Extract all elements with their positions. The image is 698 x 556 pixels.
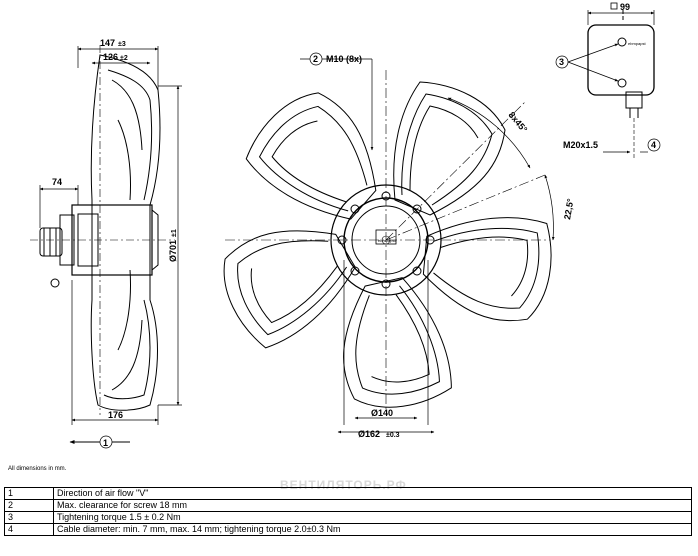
front-badge-text: ebmpapst <box>378 238 396 243</box>
side-view <box>30 45 175 415</box>
legend-row: 2 Max. clearance for screw 18 mm <box>4 499 692 512</box>
side-blade-outline <box>90 54 161 411</box>
side-view-dimensions <box>39 46 182 449</box>
technical-drawing: 147 ±3 126 ±2 74 Ø701 ±1 176 1 <box>30 2 661 449</box>
dim-126-tol: ±2 <box>120 55 128 62</box>
m20-label: M20x1.5 <box>563 140 598 150</box>
fan-blade <box>411 198 574 346</box>
angle-8x45: 8x45° <box>506 110 529 135</box>
dim-176: 176 <box>108 410 123 420</box>
dim-99: 99 <box>620 2 630 12</box>
legend-text: Cable diameter: min. 7 mm, max. 14 mm; t… <box>53 523 692 536</box>
legend-row: 1 Direction of air flow "V" <box>4 487 692 500</box>
cable-gland <box>625 91 643 109</box>
side-blade-inner <box>103 69 153 400</box>
dim-701: Ø701 <box>168 240 178 262</box>
legend-text: Tightening torque 1.5 ± 0.2 Nm <box>53 511 692 524</box>
terminal-box-body <box>587 24 655 96</box>
legend-row: 4 Cable diameter: min. 7 mm, max. 14 mm;… <box>4 523 692 536</box>
legend-text: Direction of air flow "V" <box>53 487 692 500</box>
legend-num: 3 <box>4 511 54 524</box>
terminal-box <box>587 10 655 158</box>
legend-num: 4 <box>4 523 54 536</box>
legend-num: 2 <box>4 499 54 512</box>
front-view <box>196 70 574 439</box>
legend-table: 1 Direction of air flow "V" 2 Max. clear… <box>4 487 692 536</box>
dim-162-tol: ±0.3 <box>386 432 400 439</box>
footnote: All dimensions in mm. <box>8 466 67 472</box>
callout-2: 2 <box>313 54 318 64</box>
dim-162: Ø162 <box>358 429 380 439</box>
callout-4: 4 <box>651 140 656 150</box>
callout-1: 1 <box>103 438 108 448</box>
dim-701-tol: ±1 <box>171 229 178 237</box>
dim-74: 74 <box>52 177 62 187</box>
dim-140: Ø140 <box>371 408 393 418</box>
side-cable-gland <box>39 227 63 257</box>
legend-text: Max. clearance for screw 18 mm <box>53 499 692 512</box>
terminal-box-dimensions <box>555 2 661 154</box>
terminal-brand-text: ebmpapst <box>628 41 646 46</box>
side-motor <box>71 204 153 276</box>
dim-147: 147 <box>100 38 115 48</box>
callout-3: 3 <box>559 57 564 67</box>
dim-147-tol: ±3 <box>118 41 126 48</box>
legend-num: 1 <box>4 487 54 500</box>
legend-row: 3 Tightening torque 1.5 ± 0.2 Nm <box>4 511 692 524</box>
fan-blade <box>393 81 506 216</box>
fan-blade <box>237 77 400 226</box>
front-view-dimensions <box>300 52 555 434</box>
dim-126: 126 <box>103 52 118 62</box>
angle-22-5: 22,5° <box>562 197 576 220</box>
m10-label: M10 (8x) <box>326 54 362 64</box>
